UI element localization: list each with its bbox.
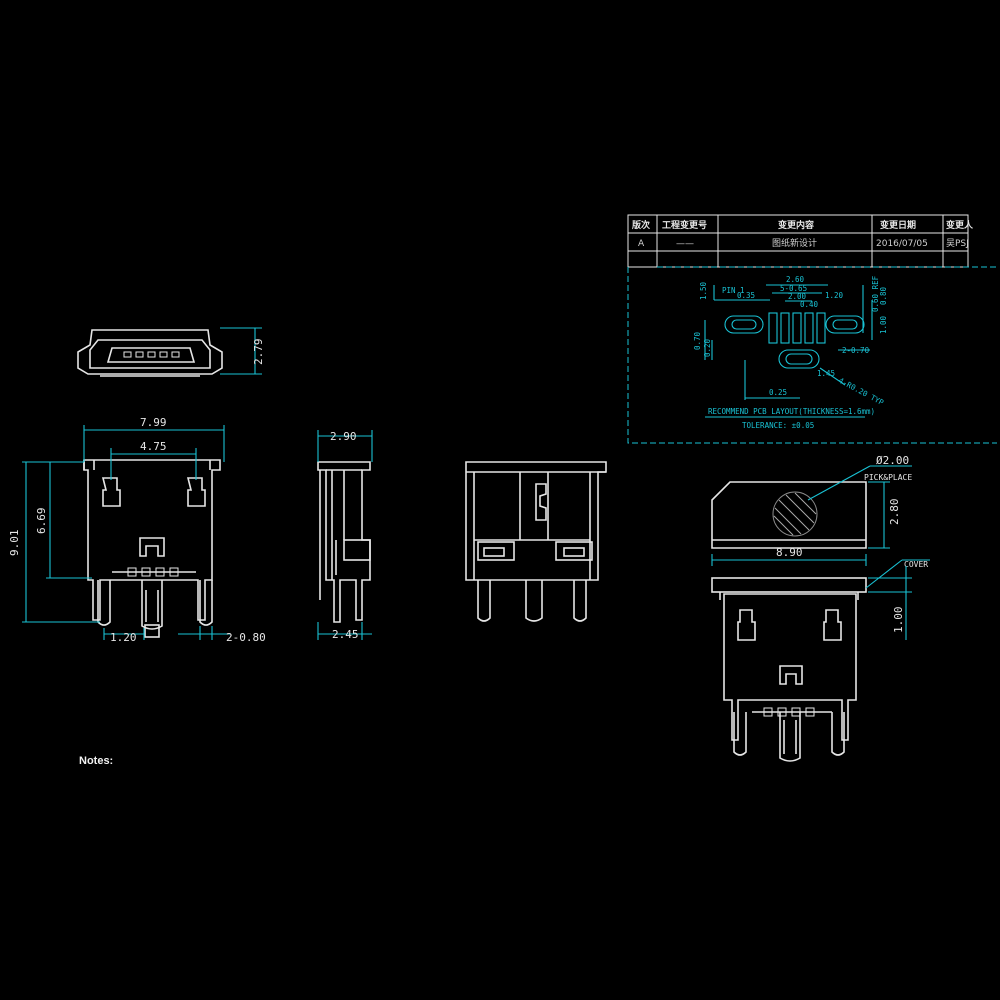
front-width-inner-dim: 4.75 — [140, 440, 167, 453]
front-view: 7.99 4.75 9.01 6.69 1.20 2-0.80 — [8, 416, 266, 644]
table-cell-rev: A — [638, 239, 645, 249]
pcb-dim-0-70: 0.70 — [693, 331, 702, 350]
pcb-pin1-label: PIN 1 — [722, 286, 745, 295]
pcb-tolerance-caption: TOLERANCE: ±0.05 — [742, 421, 814, 430]
pick-place-width-dim: 8.90 — [776, 546, 803, 559]
pcb-dim-2-0-70: 2-0.70 — [842, 346, 870, 355]
pcb-dim-2-60: 2.60 — [786, 275, 805, 284]
pick-place-label: PICK&PLACE — [864, 473, 912, 482]
pcb-dim-0-40: 0.40 — [800, 300, 819, 309]
table-cell-content: 图纸新设计 — [772, 237, 817, 249]
front-height-body-dim: 6.69 — [35, 508, 48, 535]
pcb-dim-0-80: 0.80 — [879, 286, 888, 305]
pcb-dim-1-00: 1.00 — [879, 315, 888, 334]
front-pin-width-dim: 2-0.80 — [226, 631, 266, 644]
pcb-layout-view: 2.60 5-0.65 2.00 0.40 1.20 0.35 1.50 0.7… — [627, 266, 997, 444]
cover-label: COVER — [904, 560, 928, 569]
table-cell-author: 吴PSJ — [946, 238, 969, 249]
end-view: 2.79 — [77, 327, 265, 377]
table-header-content: 变更内容 — [778, 219, 814, 231]
table-header-ecn: 工程变更号 — [662, 219, 707, 231]
pcb-dim-0-20: 0.20 — [703, 338, 712, 357]
pcb-layout-caption: RECOMMEND PCB LAYOUT(THICKNESS=1.6mm) — [708, 407, 875, 416]
front-pitch-dim: 1.20 — [110, 631, 137, 644]
pcb-dim-5-0-65: 5-0.65 — [780, 284, 807, 293]
pcb-dim-0-35: 0.35 — [737, 291, 755, 300]
pcb-dim-radius: 4-R0.20 TYP — [837, 376, 886, 407]
pcb-dim-0-25: 0.25 — [769, 388, 787, 397]
pick-place-diameter-dim: Ø2.00 — [876, 454, 909, 467]
cover-thickness-dim: 1.00 — [892, 607, 905, 634]
side-bottom-width-dim: 2.45 — [332, 628, 359, 641]
rear-view — [465, 461, 607, 622]
pick-place-circle — [772, 491, 818, 537]
front-height-total-dim: 9.01 — [8, 530, 21, 557]
notes-label: Notes: — [79, 755, 113, 767]
table-header-rev: 版次 — [631, 219, 650, 231]
side-view: 2.90 2.45 — [317, 430, 373, 641]
side-top-width-dim: 2.90 — [330, 430, 357, 443]
pick-place-height-dim: 2.80 — [888, 499, 901, 526]
pcb-dim-1-20: 1.20 — [825, 291, 844, 300]
revision-table: 版次 工程变更号 变更内容 变更日期 变更人 A —— 图纸新设计 2016/0… — [627, 214, 974, 268]
pcb-dim-1-45: 1.45 — [817, 369, 835, 378]
table-cell-ecn: —— — [676, 239, 694, 249]
pcb-dim-2-00: 2.00 — [788, 292, 807, 301]
end-view-height-dim: 2.79 — [252, 339, 265, 366]
front-width-total-dim: 7.99 — [140, 416, 167, 429]
table-header-author: 变更人 — [946, 219, 974, 231]
pcb-dim-1-50: 1.50 — [699, 281, 708, 300]
pcb-dim-0-60-ref: 0.60 REF — [871, 275, 880, 312]
table-cell-date: 2016/07/05 — [876, 239, 928, 249]
pick-place-view: Ø2.00 PICK&PLACE 2.80 8.90 COVER — [711, 454, 930, 762]
table-header-date: 变更日期 — [880, 219, 916, 231]
